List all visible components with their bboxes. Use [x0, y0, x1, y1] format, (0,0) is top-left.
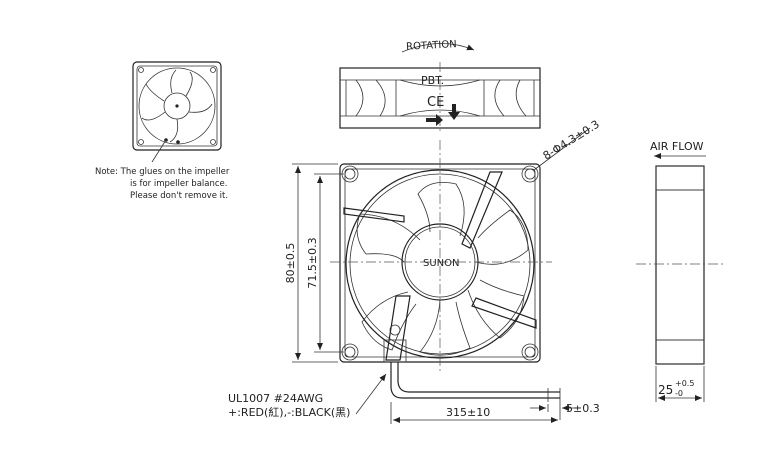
rotation-label: ROTATION	[406, 39, 457, 53]
strip-length-label: 5±0.3	[566, 402, 600, 415]
rotation-arrow-icon	[401, 43, 475, 53]
top-side-view	[339, 62, 541, 134]
rotation-direction-icon	[426, 114, 443, 126]
depth-label: 25	[658, 383, 673, 397]
note-line-2: is for impeller balance.	[130, 179, 227, 189]
wire-spec-label: UL1007 #24AWG	[228, 392, 323, 405]
outer-dimension	[292, 163, 338, 363]
outer-dimension-label: 80±0.5	[284, 243, 297, 284]
hole-pitch-dimension	[314, 173, 344, 353]
ce-mark: CE	[427, 95, 444, 110]
wire-colors-label: +:RED(紅),-:BLACK(黑)	[228, 406, 350, 419]
thumbnail-fan-view	[132, 61, 222, 163]
depth-tol-plus: +0.5	[675, 379, 694, 388]
brand-label: SUNON	[423, 258, 460, 269]
hole-leader	[533, 127, 591, 171]
air-flow-label: AIR FLOW	[650, 140, 704, 153]
airflow-direction-icon	[448, 104, 460, 120]
note-line-3: Please don't remove it.	[130, 191, 228, 201]
depth-tol-minus: -0	[675, 389, 683, 398]
side-view	[636, 165, 724, 402]
hole-spec-label: 8-Φ4.3±0.3	[541, 118, 602, 163]
note-line-1: Note: The glues on the impeller	[95, 167, 230, 177]
hole-pitch-label: 71.5±0.3	[306, 237, 319, 288]
lead-wires	[355, 362, 580, 424]
lead-length-label: 315±10	[446, 406, 490, 419]
front-view	[330, 140, 552, 372]
material-label: PBT.	[421, 74, 444, 87]
